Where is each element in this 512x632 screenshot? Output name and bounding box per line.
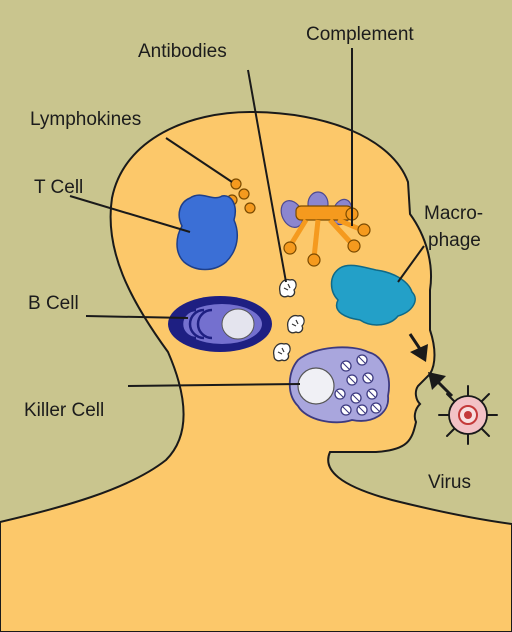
label-antibodies: Antibodies <box>138 41 227 62</box>
label-t-cell: T Cell <box>34 177 83 198</box>
b-cell-icon <box>168 296 272 352</box>
t-cell-icon <box>177 195 237 269</box>
label-macrophage-line1: Macro- <box>424 203 483 224</box>
label-b-cell: B Cell <box>28 293 79 314</box>
killer-cell-icon <box>290 347 389 422</box>
label-lymphokines: Lymphokines <box>30 109 141 130</box>
label-virus: Virus <box>428 472 471 493</box>
label-killer-cell: Killer Cell <box>24 400 104 421</box>
virus-icon <box>439 386 497 444</box>
label-complement: Complement <box>306 24 414 45</box>
label-macrophage-line2: phage <box>428 230 481 251</box>
